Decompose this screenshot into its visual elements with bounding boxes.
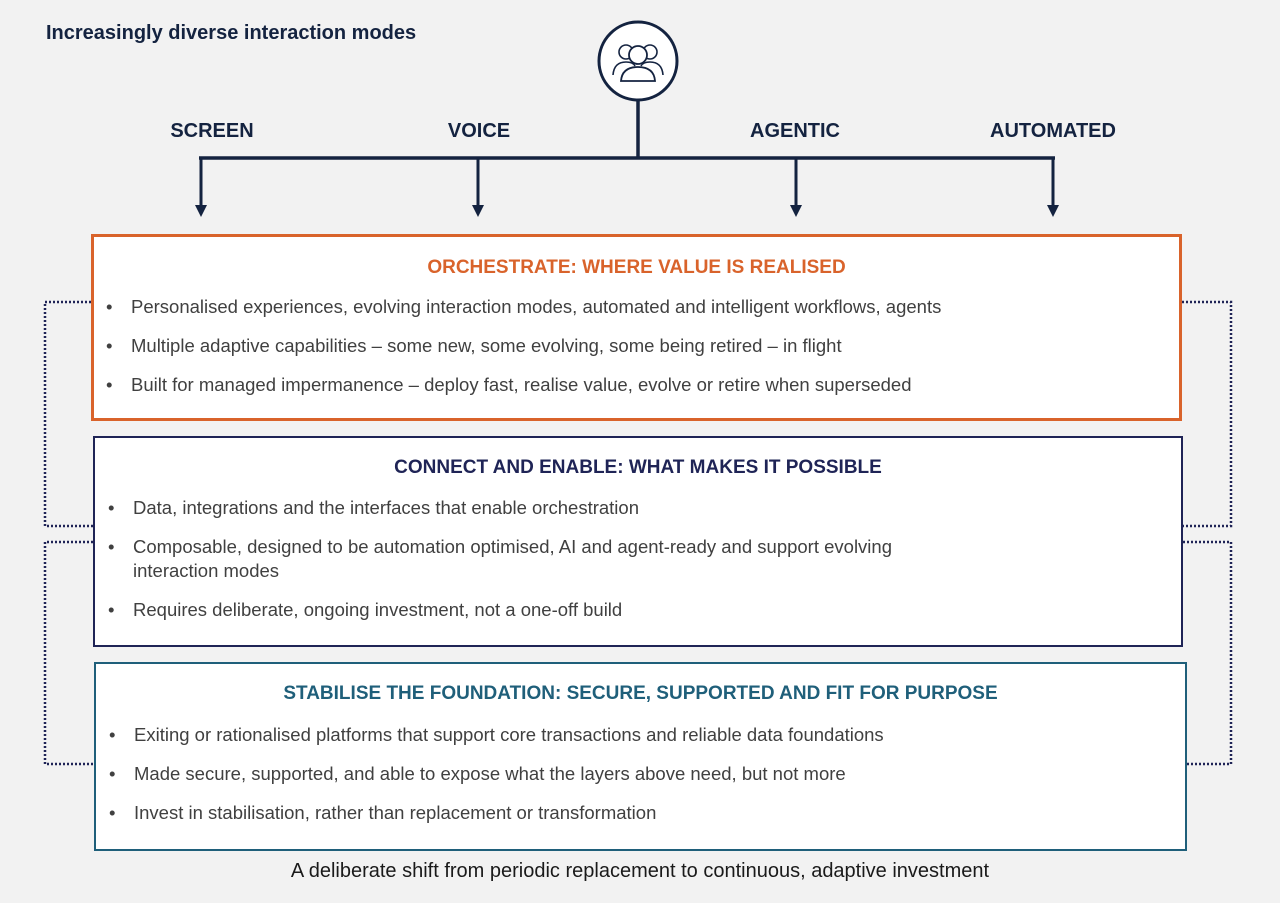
arrow-screen-head: [195, 205, 207, 217]
bullet-item: Made secure, supported, and able to expo…: [109, 762, 1169, 786]
mode-label-voice: VOICE: [447, 120, 511, 142]
layer-connect-box: CONNECT AND ENABLE: WHAT MAKES IT POSSIB…: [93, 436, 1183, 647]
bullet-item: Built for managed impermanence – deploy …: [106, 373, 1166, 397]
layer-orchestrate-title: ORCHESTRATE: WHERE VALUE IS REALISED: [427, 257, 846, 278]
left-bracket-upper: [43, 300, 93, 528]
layer-connect-title: CONNECT AND ENABLE: WHAT MAKES IT POSSIB…: [394, 457, 882, 478]
layer-orchestrate-box: ORCHESTRATE: WHERE VALUE IS REALISED Per…: [91, 234, 1182, 421]
mode-label-screen: SCREEN: [170, 120, 254, 142]
bullet-item: Data, integrations and the interfaces th…: [108, 496, 958, 520]
mode-label-automated: AUTOMATED: [990, 120, 1116, 142]
arrow-agentic-head: [790, 205, 802, 217]
footer-caption: A deliberate shift from periodic replace…: [290, 860, 990, 882]
diagram-title: Increasingly diverse interaction modes: [46, 22, 417, 44]
arrow-voice-head: [472, 205, 484, 217]
bullet-item: Exiting or rationalised platforms that s…: [109, 723, 1169, 747]
right-bracket-upper: [1182, 300, 1233, 528]
right-bracket-lower: [1183, 540, 1233, 766]
arrow-automated-head: [1047, 205, 1059, 217]
mode-label-agentic: AGENTIC: [750, 120, 840, 142]
bullet-item: Personalised experiences, evolving inter…: [106, 295, 1166, 319]
bullet-item: Multiple adaptive capabilities – some ne…: [106, 334, 1166, 358]
layer-orchestrate-bullets: Personalised experiences, evolving inter…: [106, 295, 1166, 397]
people-group-icon: [597, 20, 679, 102]
bullet-item: Invest in stabilisation, rather than rep…: [109, 801, 1169, 825]
bullet-item: Requires deliberate, ongoing investment,…: [108, 598, 958, 622]
bullet-item: Composable, designed to be automation op…: [108, 535, 958, 583]
left-bracket-lower: [43, 540, 94, 766]
layer-stabilise-title: STABILISE THE FOUNDATION: SECURE, SUPPOR…: [283, 683, 998, 704]
layer-connect-bullets: Data, integrations and the interfaces th…: [108, 496, 958, 622]
layer-stabilise-box: STABILISE THE FOUNDATION: SECURE, SUPPOR…: [94, 662, 1187, 851]
layer-stabilise-bullets: Exiting or rationalised platforms that s…: [109, 723, 1169, 825]
